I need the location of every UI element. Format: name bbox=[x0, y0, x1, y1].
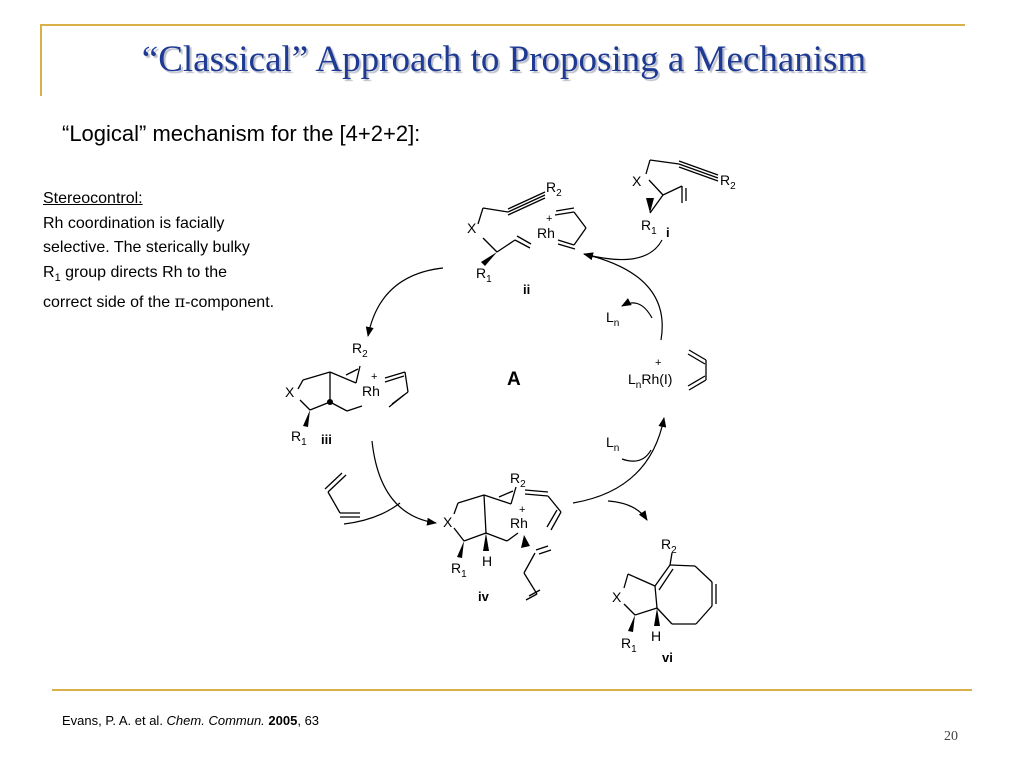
diene-ligand-rh-complex bbox=[687, 349, 707, 391]
atom-x-iii: X bbox=[285, 384, 295, 400]
label-iv: iv bbox=[478, 589, 490, 604]
wedge-bond-iv-rh bbox=[521, 535, 530, 548]
arrow-iv-to-vi bbox=[607, 500, 648, 521]
label-vi: vi bbox=[662, 650, 673, 665]
citation-pages: , 63 bbox=[297, 713, 320, 728]
compound-iii bbox=[297, 365, 409, 412]
arrow-ln-release-top bbox=[621, 298, 653, 319]
pi-symbol: π bbox=[174, 292, 186, 312]
stereocenter-dot-iii bbox=[327, 399, 333, 405]
atom-r2-ii: R2 bbox=[546, 179, 562, 199]
atom-r1-ii: R1 bbox=[476, 265, 492, 285]
compound-i bbox=[645, 159, 719, 214]
title-frame-left-rule bbox=[40, 24, 42, 96]
wedge-bond-i bbox=[646, 198, 654, 213]
atom-x-vi: X bbox=[612, 589, 622, 605]
compound-ii bbox=[477, 191, 587, 253]
page-number: 20 bbox=[944, 729, 958, 744]
atom-ln-rh-complex: LnRh(I) bbox=[628, 371, 672, 391]
citation-year: 2005 bbox=[268, 713, 298, 728]
atom-rh-ii: Rh bbox=[537, 225, 555, 241]
stereocontrol-line-1: Rh coordination is facially bbox=[43, 214, 225, 232]
wedge-bond-vi-r1 bbox=[628, 615, 635, 632]
atom-r2-vi: R2 bbox=[661, 536, 677, 556]
title-frame-top-rule bbox=[40, 24, 965, 26]
compound-iv bbox=[453, 486, 562, 601]
citation: Evans, P. A. et al. Chem. Commun. 2005, … bbox=[62, 713, 319, 728]
slide-title: “Classical” Approach to Proposing a Mech… bbox=[141, 39, 867, 80]
arrow-ln-bind-bottom bbox=[621, 449, 652, 462]
atom-x-iv: X bbox=[443, 514, 453, 530]
atom-h-vi: H bbox=[651, 628, 661, 644]
atom-rh-iii: Rh bbox=[362, 383, 380, 399]
wedge-bond-ii bbox=[481, 252, 497, 266]
atom-x-i: X bbox=[632, 173, 642, 189]
label-iii: iii bbox=[321, 432, 332, 447]
atom-r1-i: R1 bbox=[641, 217, 657, 237]
arrow-ii-to-iii bbox=[365, 267, 444, 337]
butadiene-reagent bbox=[324, 472, 360, 518]
stereocontrol-heading: Stereocontrol: bbox=[43, 190, 143, 207]
atom-r2-i: R2 bbox=[720, 172, 736, 192]
citation-authors: Evans, P. A. et al. bbox=[62, 713, 167, 728]
arrow-complex-to-ii bbox=[583, 253, 663, 341]
label-ii: ii bbox=[523, 282, 530, 297]
slide-subtitle: “Logical” mechanism for the [4+2+2]: bbox=[62, 121, 421, 146]
atom-r2-iv: R2 bbox=[510, 470, 526, 490]
citation-journal: Chem. Commun. bbox=[166, 713, 265, 728]
ligand-ln-bottom: Ln bbox=[606, 434, 619, 454]
charge-iii: + bbox=[371, 371, 377, 383]
atom-rh-iv: Rh bbox=[510, 515, 528, 531]
atom-h-iv: H bbox=[482, 553, 492, 569]
catalytic-cycle-label: A bbox=[507, 369, 521, 390]
ligand-ln-top: Ln bbox=[606, 309, 619, 329]
stereocontrol-line-4: correct side of the π-component. bbox=[43, 292, 275, 312]
atom-r1-iii: R1 bbox=[291, 428, 307, 448]
wedge-bond-iv-h bbox=[483, 533, 489, 551]
charge-rh-complex: + bbox=[655, 357, 661, 369]
arrow-iv-to-complex bbox=[572, 417, 667, 504]
atom-x-ii: X bbox=[467, 220, 477, 236]
atom-r2-iii: R2 bbox=[352, 340, 368, 360]
charge-iv: + bbox=[519, 504, 525, 516]
wedge-bond-iii bbox=[303, 410, 310, 427]
atom-r1-vi: R1 bbox=[621, 635, 637, 655]
label-i: i bbox=[666, 225, 670, 240]
arrow-butadiene-in bbox=[343, 502, 401, 525]
wedge-bond-iv-r1 bbox=[457, 541, 464, 558]
stereocontrol-note: Stereocontrol: Rh coordination is facial… bbox=[43, 187, 343, 316]
arrow-iii-to-iv bbox=[371, 440, 437, 526]
compound-vi bbox=[623, 552, 717, 625]
charge-ii: + bbox=[546, 213, 552, 225]
stereocontrol-line-3: R1 group directs Rh to the bbox=[43, 263, 227, 284]
stereocontrol-line-2: selective. The sterically bulky bbox=[43, 239, 250, 256]
footer-rule bbox=[52, 689, 972, 691]
wedge-bond-vi-h bbox=[654, 608, 660, 626]
atom-r1-iv: R1 bbox=[451, 560, 467, 580]
cycle-arrows bbox=[343, 239, 667, 526]
